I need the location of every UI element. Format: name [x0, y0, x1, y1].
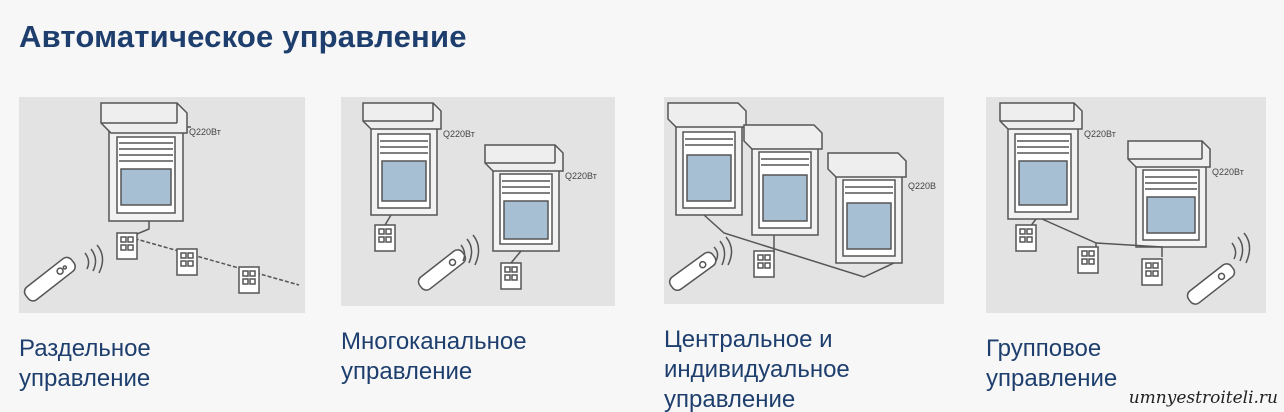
caption-line: управление: [19, 365, 151, 392]
caption-line: Центральное и: [664, 326, 833, 353]
illustration-multichannel-control: Q220Вт Q220Вт: [341, 97, 615, 306]
page-title: Автоматическое управление: [19, 19, 467, 54]
voltage-label: Q220Вт: [565, 171, 597, 181]
caption-separate-control: Раздельное управление: [19, 334, 151, 394]
illustration-central-individual-control: Q220В: [664, 97, 944, 304]
caption-line: индивидуальное: [664, 356, 850, 383]
illustration-group-control: Q220Вт Q220Вт: [986, 97, 1266, 313]
caption-line: Раздельное: [19, 335, 151, 362]
caption-central-individual-control: Центральное и индивидуальное управление: [664, 325, 850, 412]
voltage-label: Q220В: [908, 181, 936, 191]
caption-line: управление: [986, 365, 1118, 392]
voltage-label: Q220Вт: [1212, 167, 1244, 177]
watermark: umnyestroiteli.ru: [1128, 388, 1278, 408]
illustration-separate-control: Q220Вт: [19, 97, 305, 313]
caption-multichannel-control: Многоканальное управление: [341, 327, 527, 387]
caption-line: управление: [341, 358, 473, 385]
caption-line: Многоканальное: [341, 328, 527, 355]
caption-line: управление: [664, 386, 796, 412]
voltage-label: Q220Вт: [1084, 129, 1116, 139]
voltage-label: Q220Вт: [189, 127, 221, 137]
voltage-label: Q220Вт: [443, 129, 475, 139]
caption-group-control: Групповое управление: [986, 334, 1117, 394]
caption-line: Групповое: [986, 335, 1102, 362]
